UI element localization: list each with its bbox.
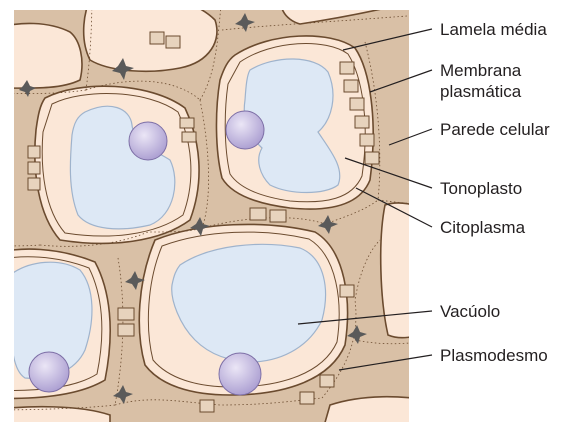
label-membrana-line1: Membrana: [440, 61, 522, 80]
plasmodesma: [300, 392, 314, 404]
label-parede-celular: Parede celular: [440, 120, 550, 139]
plasmodesma: [340, 62, 354, 74]
plasmodesma: [28, 162, 40, 174]
plasmodesma: [344, 80, 358, 92]
plasmodesma: [355, 116, 369, 128]
nucleus: [29, 352, 69, 392]
label-tonoplasto: Tonoplasto: [440, 179, 522, 198]
nucleus: [219, 353, 261, 395]
plasmodesma: [28, 146, 40, 158]
plasmodesma: [200, 400, 214, 412]
plasmodesma: [320, 375, 334, 387]
plasmodesma: [166, 36, 180, 48]
plasmodesma: [150, 32, 164, 44]
plasmodesma: [118, 308, 134, 320]
nucleus: [129, 122, 167, 160]
label-membrana-line2: plasmática: [440, 82, 522, 101]
labels: Lamela média Membrana plasmática Parede …: [440, 20, 550, 365]
plasmodesma: [250, 208, 266, 220]
plasmodesma: [350, 98, 364, 110]
label-vacuolo: Vacúolo: [440, 302, 500, 321]
plasmodesma: [360, 134, 374, 146]
label-plasmodesmo: Plasmodesmo: [440, 346, 548, 365]
plasmodesma: [180, 118, 194, 128]
plasmodesma: [365, 152, 379, 164]
plasmodesma: [182, 132, 196, 142]
nucleus: [226, 111, 264, 149]
plasmodesma: [340, 285, 354, 297]
plasmodesma: [118, 324, 134, 336]
label-lamela-media: Lamela média: [440, 20, 547, 39]
cell-right-lower: [381, 203, 430, 338]
tissue: [0, 0, 430, 428]
cell-top-left: [0, 23, 82, 88]
plasmodesma: [28, 178, 40, 190]
label-citoplasma: Citoplasma: [440, 218, 526, 237]
plasmodesma: [270, 210, 286, 222]
